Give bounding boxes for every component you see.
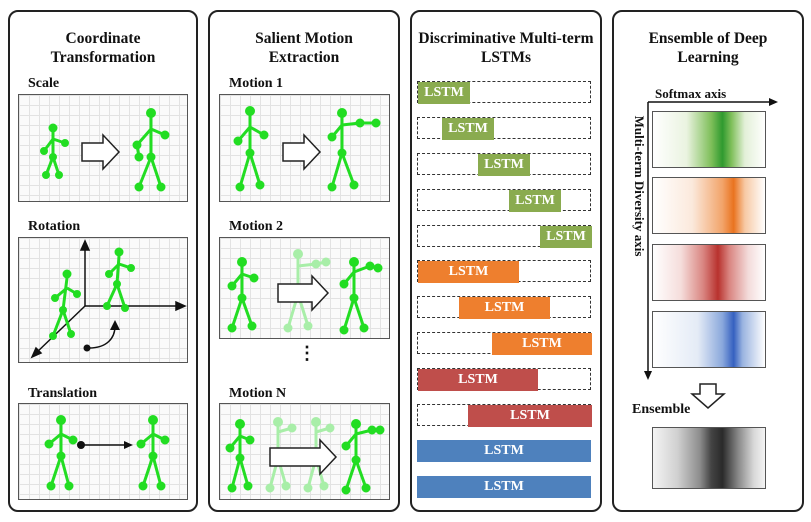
motion-2-label: Motion 2 — [229, 219, 284, 234]
skeleton-start — [44, 415, 78, 491]
motion-1-label: Motion 1 — [229, 76, 284, 91]
lstm-block: LSTM — [540, 226, 592, 248]
lstm-block: LSTM — [417, 476, 591, 498]
blue-softmax-heatmap — [652, 311, 766, 368]
orange-softmax-heatmap — [652, 177, 766, 234]
red-softmax-heatmap — [652, 244, 766, 301]
lstm-block: LSTM — [492, 333, 592, 355]
lstm-row: LSTM — [417, 404, 592, 427]
ensemble-label: Ensemble — [632, 402, 691, 417]
lstm-block: LSTM — [509, 190, 561, 212]
motion-1-box — [219, 94, 390, 202]
salient-motion-title: Salient Motion Extraction — [255, 30, 353, 66]
motion-2-illustration — [227, 249, 383, 335]
rotation-illustration — [30, 239, 187, 359]
softmax-axis-label: Softmax axis — [655, 86, 727, 101]
lstm-row: LSTM — [417, 368, 591, 391]
motion-n-illustration — [225, 417, 385, 495]
lstm-row: LSTM — [417, 225, 592, 248]
scale-label: Scale — [28, 76, 60, 91]
lstm-block: LSTM — [417, 440, 591, 462]
lstm-row: LSTM — [417, 81, 591, 104]
scale-arrow — [81, 133, 121, 171]
lstm-block: LSTM — [418, 369, 538, 391]
coordinate-transformation-title: Coordinate Transformation — [50, 30, 156, 66]
rotation-box — [18, 237, 188, 363]
lstm-row: LSTM — [417, 296, 591, 319]
lstm-block: LSTM — [459, 297, 550, 319]
lstm-row: LSTM — [417, 476, 591, 498]
lstm-row: LSTM — [417, 260, 591, 283]
motion-ellipsis: ⋮ — [298, 343, 316, 363]
skeleton-rotated-a — [49, 269, 81, 340]
lstm-row: LSTM — [417, 440, 591, 462]
motion-n-box — [219, 403, 390, 500]
rotation-label: Rotation — [28, 219, 81, 234]
ensemble-heatmap — [652, 427, 766, 489]
skeleton-large — [132, 108, 170, 192]
motion-2-box — [219, 237, 390, 339]
ensemble-panel-title: Ensemble of Deep Learning — [648, 30, 768, 66]
skeleton-rotated-b — [103, 247, 135, 312]
scale-box — [18, 94, 188, 202]
diversity-axis-label: Multi-term Diversity axis — [632, 115, 647, 257]
motion-n-label: Motion N — [229, 386, 287, 401]
lstm-row: LSTM — [417, 189, 591, 212]
lstm-block: LSTM — [418, 261, 519, 283]
lstm-panel-title: Discriminative Multi-term LSTMs — [418, 30, 594, 66]
lstm-block: LSTM — [468, 405, 592, 427]
lstm-row: LSTM — [417, 332, 592, 355]
lstm-row: LSTM — [417, 153, 591, 176]
skeleton-small — [40, 123, 69, 179]
green-softmax-heatmap — [652, 111, 766, 168]
scale-illustration — [40, 108, 170, 192]
lstm-block: LSTM — [418, 82, 470, 104]
translation-label: Translation — [28, 386, 97, 401]
skeleton-end — [136, 415, 170, 491]
translation-illustration — [44, 415, 170, 491]
lstm-row: LSTM — [417, 117, 591, 140]
lstm-block: LSTM — [442, 118, 494, 140]
lstm-block: LSTM — [478, 154, 530, 176]
motion-1-illustration — [233, 106, 381, 192]
translation-box — [18, 403, 188, 500]
